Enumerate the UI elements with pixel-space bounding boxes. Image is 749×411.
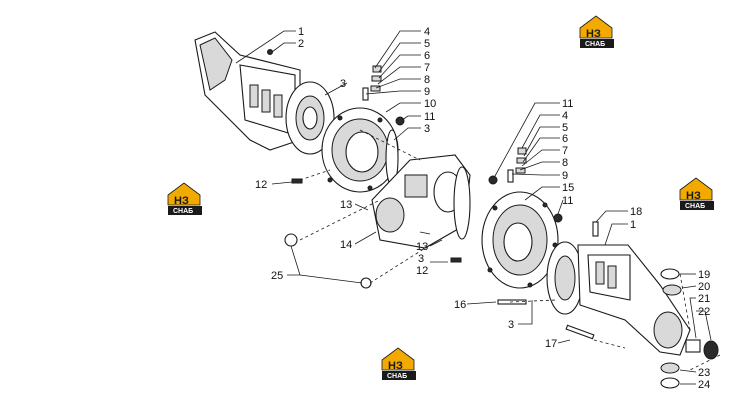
logo-letters: НЗ: [174, 195, 189, 207]
nut-11-right: [553, 213, 563, 223]
cap-22: [703, 340, 719, 360]
callout-3-left-top: 3: [340, 78, 346, 90]
plug-18: [592, 221, 599, 237]
screw-12-right: [450, 257, 462, 263]
left-axle-housing: [194, 31, 301, 151]
callout-18: 18: [630, 206, 642, 218]
watermark-logo-left: НЗ СНАБ: [167, 182, 202, 215]
logo-caption: СНАБ: [685, 203, 705, 210]
left-flange-disk: [285, 81, 335, 155]
stud-17: [565, 324, 595, 340]
callout-numbers: 1 2 3 4 5 6 7 8 9 10 11 3 12 13 14 25 11…: [255, 26, 710, 391]
watermark-logo-bottom: НЗ СНАБ: [381, 347, 416, 380]
logo-letters: НЗ: [388, 360, 403, 372]
callout-25: 25: [271, 270, 283, 282]
washer-25-bottom: [360, 277, 372, 289]
right-axle-housing: [577, 244, 691, 356]
watermark-logo-right: НЗ СНАБ: [679, 177, 714, 210]
callout-6-right: 6: [562, 133, 568, 145]
callout-7-left: 7: [424, 62, 430, 74]
watermark-logo-top-right: НЗ СНАБ: [579, 15, 614, 48]
callout-4-left: 4: [424, 26, 430, 38]
logo-caption: СНАБ: [585, 41, 605, 48]
callout-14: 14: [340, 239, 352, 251]
logo-letters: НЗ: [586, 28, 601, 40]
logo-caption: СНАБ: [173, 208, 193, 215]
callout-15: 15: [562, 182, 574, 194]
callout-13-left: 13: [340, 199, 352, 211]
center-differential-housing: [371, 154, 471, 249]
washer-25-top: [284, 233, 298, 247]
seal-20: [662, 284, 682, 296]
logo-letters: НЗ: [686, 190, 701, 202]
callout-24: 24: [698, 379, 710, 391]
callout-12-right: 12: [416, 265, 428, 277]
seal-23: [660, 362, 680, 374]
bolt-2: [267, 49, 273, 55]
callout-21: 21: [698, 293, 710, 305]
callout-22: 22: [698, 306, 710, 318]
callout-16: 16: [454, 299, 466, 311]
washer-19: [660, 268, 680, 280]
callout-1-left: 1: [298, 26, 304, 38]
callout-5-left: 5: [424, 38, 430, 50]
callout-11-right: 11: [562, 195, 573, 207]
callout-5-right: 5: [562, 122, 568, 134]
callout-2: 2: [298, 38, 304, 50]
callout-11-left: 11: [424, 111, 435, 123]
callout-3-bottom: 3: [508, 319, 514, 331]
callout-9-left: 9: [424, 86, 430, 98]
callout-10: 10: [424, 98, 436, 110]
callout-6-left: 6: [424, 50, 430, 62]
callout-11-mid: 11: [562, 98, 573, 110]
screw-12-left: [291, 178, 303, 184]
assembly-guide-lines: [299, 129, 721, 371]
right-carrier-ring: [481, 191, 559, 289]
callout-12-left: 12: [255, 179, 267, 191]
callout-20: 20: [698, 281, 710, 293]
nut-11-left: [395, 116, 405, 126]
callout-9-right: 9: [562, 170, 568, 182]
callout-17: 17: [545, 338, 557, 350]
center-o-ring: [453, 166, 471, 240]
callout-19: 19: [698, 269, 710, 281]
washer-24: [660, 377, 680, 389]
logo-caption: СНАБ: [387, 373, 407, 380]
callout-13-right: 13: [416, 241, 428, 253]
callout-8-left: 8: [424, 74, 430, 86]
callout-3-mid: 3: [418, 253, 424, 265]
right-flange-disk: [546, 241, 584, 315]
callout-7-right: 7: [562, 145, 568, 157]
callout-23: 23: [698, 367, 710, 379]
leader-lines: [235, 30, 712, 385]
callout-4-right: 4: [562, 110, 568, 122]
bolt-stack-left: [362, 65, 382, 101]
nut-11-mid: [488, 175, 498, 185]
callout-3-left-ring: 3: [424, 123, 430, 135]
callout-1-right: 1: [630, 219, 636, 231]
callout-8-right: 8: [562, 157, 568, 169]
bushing-21: [685, 339, 701, 353]
